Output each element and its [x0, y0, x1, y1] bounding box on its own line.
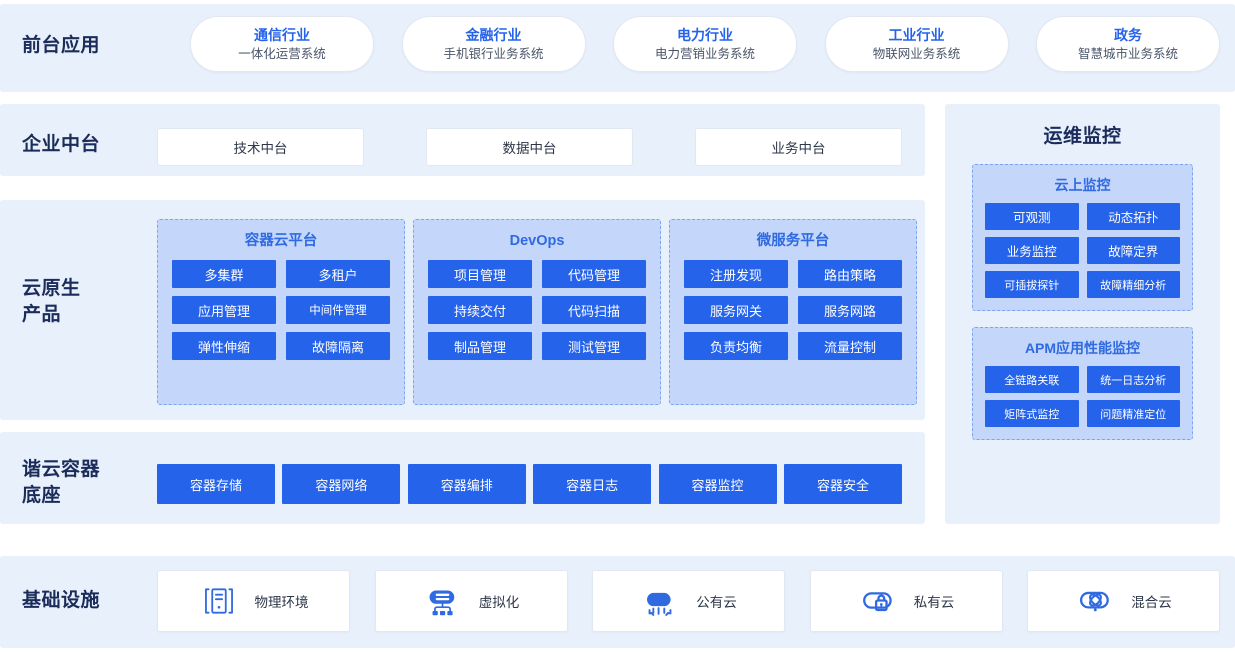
- infrastructure-card[interactable]: 私有云: [809, 570, 1003, 632]
- infrastructure-card[interactable]: 公有云: [592, 570, 785, 632]
- container-base-chip[interactable]: 容器安全: [783, 464, 902, 504]
- front-app-subtitle: 电力营销业务系统: [654, 46, 755, 61]
- infrastructure-card[interactable]: 混合云: [1027, 570, 1220, 632]
- front-app-pill[interactable]: 电力行业 电力营销业务系统: [613, 16, 797, 72]
- feature-chip[interactable]: 负责均衡: [684, 332, 788, 360]
- front-app-subtitle: 物联网业务系统: [872, 46, 961, 61]
- ops-chip[interactable]: 可观测: [985, 203, 1079, 230]
- container-base-list: 容器存储 容器网络 容器编排 容器日志 容器监控 容器安全: [157, 464, 902, 504]
- front-apps-list: 通信行业 一体化运营系统 金融行业 手机银行业务系统 电力行业 电力营销业务系统…: [190, 16, 1220, 72]
- feature-chip[interactable]: 代码扫描: [542, 296, 646, 324]
- ops-chip-grid: 全链路关联 统一日志分析 矩阵式监控 问题精准定位: [985, 366, 1180, 427]
- container-base-chip[interactable]: 容器日志: [533, 464, 652, 504]
- midplatform-card[interactable]: 数据中台: [426, 128, 633, 166]
- ops-chip[interactable]: 问题精准定位: [1086, 400, 1180, 427]
- group-chip-grid: 注册发现 路由策略 服务网关 服务网路 负责均衡 流量控制: [684, 260, 902, 360]
- ops-chip[interactable]: 故障精细分析: [1086, 271, 1180, 298]
- cloud-network-icon: [423, 581, 463, 621]
- infrastructure-label: 公有云: [696, 595, 737, 610]
- feature-chip[interactable]: 服务网关: [684, 296, 788, 324]
- ops-group-apm: APM应用性能监控 全链路关联 统一日志分析 矩阵式监控 问题精准定位: [972, 327, 1193, 440]
- front-app-subtitle: 一体化运营系统: [238, 46, 326, 61]
- front-app-title: 通信行业: [254, 26, 310, 43]
- section-label-front-apps: 前台应用: [22, 35, 101, 56]
- ops-group-cloud-monitoring: 云上监控 可观测 动态拓扑 业务监控 故障定界 可插拔探针 故障精细分析: [972, 164, 1193, 311]
- front-app-subtitle: 智慧城市业务系统: [1077, 46, 1178, 61]
- feature-chip[interactable]: 持续交付: [428, 296, 532, 324]
- ops-chip[interactable]: 矩阵式监控: [985, 400, 1079, 427]
- group-title: 微服务平台: [756, 233, 830, 249]
- front-app-pill[interactable]: 金融行业 手机银行业务系统: [401, 16, 586, 72]
- ops-chip-grid: 可观测 动态拓扑 业务监控 故障定界 可插拔探针 故障精细分析: [985, 203, 1180, 298]
- feature-chip[interactable]: 测试管理: [542, 332, 646, 360]
- feature-chip[interactable]: 多集群: [172, 260, 276, 288]
- ops-panel-title: 运维监控: [1043, 126, 1122, 147]
- cloud-native-group-microservices: 微服务平台 注册发现 路由策略 服务网关 服务网路 负责均衡 流量控制: [669, 219, 917, 405]
- section-label-enterprise-midplatform: 企业中台: [22, 134, 101, 155]
- cloud-native-group-list: 容器云平台 多集群 多租户 应用管理 中间件管理 弹性伸缩 故障隔离 DevOp…: [157, 219, 917, 405]
- container-base-chip[interactable]: 容器监控: [658, 464, 777, 504]
- midplatform-card[interactable]: 技术中台: [157, 128, 364, 166]
- feature-chip[interactable]: 项目管理: [428, 260, 532, 288]
- feature-chip[interactable]: 故障隔离: [286, 332, 390, 360]
- group-chip-grid: 多集群 多租户 应用管理 中间件管理 弹性伸缩 故障隔离: [172, 260, 390, 360]
- infrastructure-card[interactable]: 物理环境: [157, 570, 350, 632]
- cloud-native-group-devops: DevOps 项目管理 代码管理 持续交付 代码扫描 制品管理 测试管理: [413, 219, 661, 405]
- ops-chip[interactable]: 动态拓扑: [1086, 203, 1180, 230]
- feature-chip[interactable]: 路由策略: [798, 260, 902, 288]
- feature-chip[interactable]: 弹性伸缩: [172, 332, 276, 360]
- ops-group-title: APM应用性能监控: [1024, 340, 1141, 356]
- feature-chip[interactable]: 中间件管理: [286, 296, 390, 324]
- container-base-chip[interactable]: 容器编排: [407, 464, 526, 504]
- infrastructure-label: 虚拟化: [478, 595, 520, 610]
- ops-chip[interactable]: 故障定界: [1086, 237, 1180, 264]
- front-app-title: 工业行业: [888, 26, 945, 43]
- container-base-chip[interactable]: 容器存储: [157, 464, 275, 504]
- ops-chip[interactable]: 可插拔探针: [985, 271, 1079, 298]
- section-label-infrastructure: 基础设施: [22, 590, 101, 611]
- feature-chip[interactable]: 应用管理: [172, 296, 276, 324]
- infrastructure-list: 物理环境 虚拟化: [157, 570, 1220, 632]
- feature-chip[interactable]: 代码管理: [542, 260, 646, 288]
- cloud-native-group-container-platform: 容器云平台 多集群 多租户 应用管理 中间件管理 弹性伸缩 故障隔离: [157, 219, 405, 405]
- group-chip-grid: 项目管理 代码管理 持续交付 代码扫描 制品管理 测试管理: [428, 260, 646, 360]
- server-rack-icon: [199, 581, 239, 621]
- infrastructure-label: 混合云: [1131, 595, 1172, 610]
- front-app-pill[interactable]: 政务 智慧城市业务系统: [1036, 16, 1220, 72]
- ops-chip[interactable]: 全链路关联: [985, 366, 1079, 393]
- infrastructure-card[interactable]: 虚拟化: [374, 570, 568, 632]
- ops-chip[interactable]: 统一日志分析: [1086, 366, 1180, 393]
- feature-chip[interactable]: 服务网路: [798, 296, 902, 324]
- private-cloud-lock-icon: [858, 581, 898, 621]
- section-label-cloud-native-products: 云原生 产品: [22, 278, 81, 325]
- section-label-container-base: 谐云容器 底座: [22, 459, 101, 506]
- group-title: 容器云平台: [244, 233, 318, 249]
- section-ops-monitoring: 运维监控 云上监控 可观测 动态拓扑 业务监控 故障定界 可插拔探针 故障精细分…: [945, 104, 1220, 524]
- ops-group-title: 云上监控: [1054, 177, 1111, 193]
- front-app-pill[interactable]: 工业行业 物联网业务系统: [824, 16, 1009, 72]
- feature-chip[interactable]: 制品管理: [428, 332, 532, 360]
- front-app-title: 政务: [1114, 26, 1142, 43]
- infrastructure-label: 物理环境: [254, 595, 309, 610]
- hybrid-cloud-icon: [1075, 581, 1115, 621]
- feature-chip[interactable]: 多租户: [286, 260, 390, 288]
- midplatform-list: 技术中台 数据中台 业务中台: [157, 128, 902, 166]
- ops-chip[interactable]: 业务监控: [985, 237, 1079, 264]
- public-cloud-icon: [640, 581, 680, 621]
- front-app-subtitle: 手机银行业务系统: [443, 46, 544, 61]
- midplatform-card[interactable]: 业务中台: [695, 128, 902, 166]
- front-app-title: 金融行业: [465, 26, 522, 43]
- group-title: DevOps: [509, 233, 565, 249]
- infrastructure-label: 私有云: [913, 595, 955, 610]
- feature-chip[interactable]: 流量控制: [798, 332, 902, 360]
- front-app-title: 电力行业: [677, 26, 733, 43]
- feature-chip[interactable]: 注册发现: [684, 260, 788, 288]
- front-app-pill[interactable]: 通信行业 一体化运营系统: [190, 16, 374, 72]
- container-base-chip[interactable]: 容器网络: [282, 464, 401, 504]
